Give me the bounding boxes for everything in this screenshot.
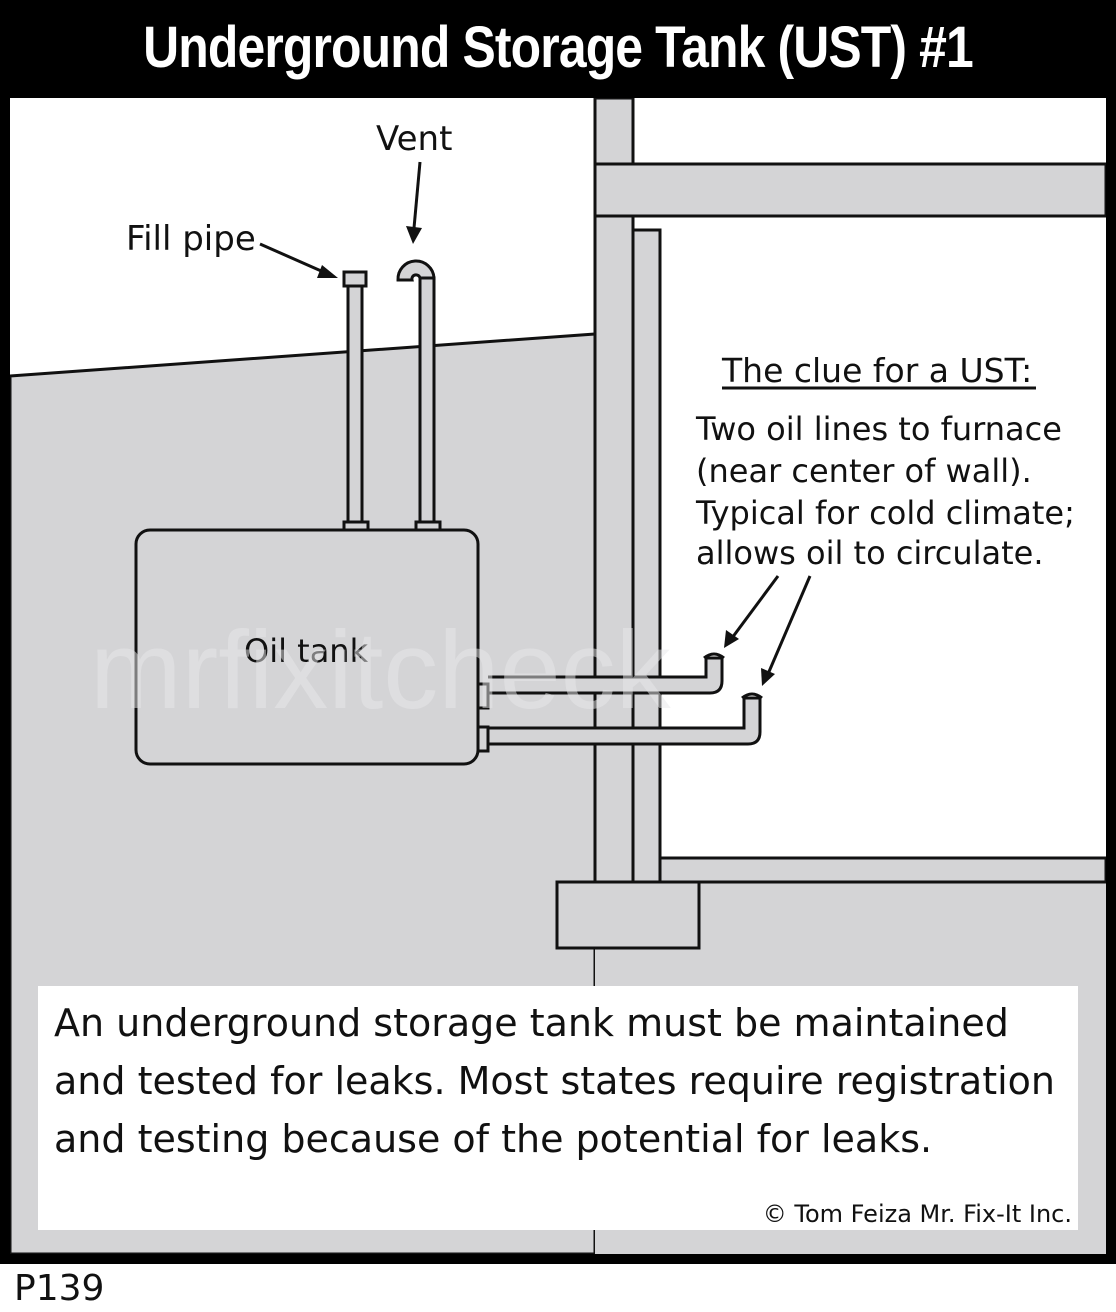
clue-line-3: Typical for cold climate; [695,494,1075,532]
page-title: Underground Storage Tank (UST) #1 [143,15,974,80]
clue-line-4: allows oil to circulate. [696,534,1044,572]
clue-line-1: Two oil lines to furnace [695,410,1062,448]
diagram-scene: Vent Fill pipe Oil tank mrfixitcheck The… [10,98,1106,1254]
oil-line-lower-fitting [476,725,490,753]
oil-line-lower [488,696,762,746]
footing [555,880,701,950]
arrow-fill-pipe [259,242,338,278]
basement-slab [658,856,1106,884]
arrow-oil-line-2 [761,575,812,686]
floor-sill [593,162,1106,218]
oil-line-lower-end [741,692,763,700]
page-code: P139 [14,1268,105,1309]
oil-line-upper-fitting [476,682,490,710]
vent-cap [396,259,436,282]
oil-tank [134,528,480,766]
oil-line-upper-end [703,652,725,660]
caption-box: An underground storage tank must be main… [38,986,1078,1230]
panel-frame [0,98,1116,1264]
caption-text: An underground storage tank must be main… [54,1001,1056,1161]
fill-pipe-label: Fill pipe [126,219,256,259]
vent-label: Vent [376,119,452,159]
house-interior [660,216,1106,858]
oil-line-upper [488,656,724,695]
watermark: mrfixitcheck [90,609,672,732]
title-bar [0,0,1116,98]
oil-tank-label: Oil tank [244,632,369,670]
arrow-oil-line-1 [724,575,780,648]
upper-wall [593,98,635,166]
arrow-vent [406,161,422,244]
fill-pipe-cap [342,270,368,288]
clue-heading: The clue for a UST: [721,351,1032,390]
copyright-notice: © Tom Feiza Mr. Fix-It Inc. [762,1200,1072,1228]
clue-line-2: (near center of wall). [696,452,1032,490]
